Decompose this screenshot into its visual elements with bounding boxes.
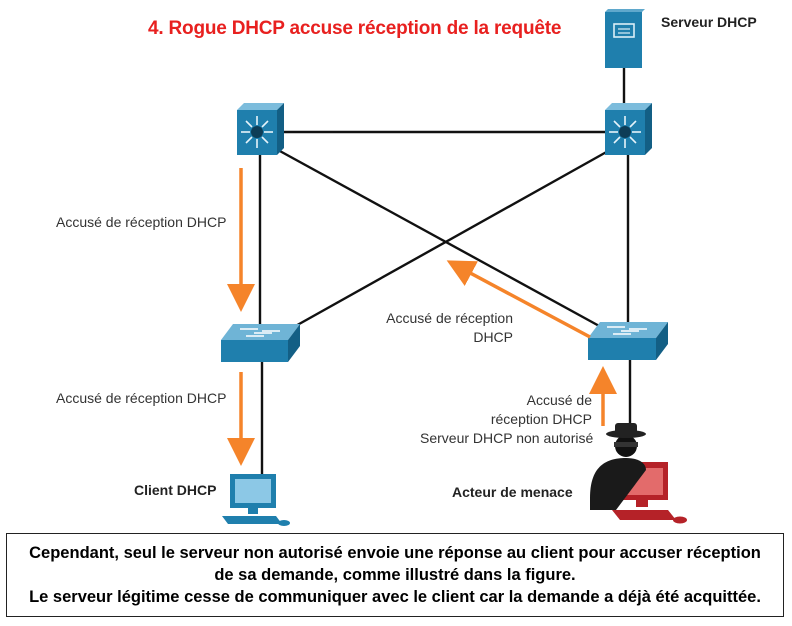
ack-label-right-line1: Accusé de (526, 392, 592, 408)
dhcp-server-label: Serveur DHCP (661, 14, 757, 30)
ack-label-lower-left: Accusé de réception DHCP (56, 390, 227, 406)
client-pc-icon (222, 474, 290, 526)
threat-actor-icon (590, 423, 687, 524)
threat-actor-label: Acteur de menace (452, 484, 573, 500)
caption-line3: Le serveur légitime cesse de communiquer… (29, 588, 761, 606)
core-switch-right-icon (605, 103, 652, 155)
ack-label-middle-line2: DHCP (473, 329, 513, 345)
network-links (258, 68, 632, 476)
ack-label-right-line3: Serveur DHCP non autorisé (420, 430, 594, 446)
dhcp-server-icon (605, 9, 645, 68)
caption-line1: Cependant, seul le serveur non autorisé … (29, 544, 761, 562)
access-switch-left-icon (221, 324, 300, 362)
access-switch-right-icon (588, 322, 668, 360)
caption-line2: de sa demande, comme illustré dans la fi… (214, 566, 576, 584)
ack-label-middle: Accusé de réception DHCP (377, 309, 513, 347)
flow-arrows (227, 168, 617, 466)
ack-label-right: Accusé de réception DHCP Serveur DHCP no… (420, 391, 594, 448)
client-label: Client DHCP (134, 482, 217, 498)
ack-label-upper-left: Accusé de réception DHCP (56, 214, 227, 230)
arrow-access-right-to-core-left (446, 260, 591, 339)
ack-label-right-line2: réception DHCP (490, 411, 592, 427)
link-coreright-accessleft (291, 148, 611, 330)
core-switch-left-icon (237, 103, 284, 155)
caption-box: Cependant, seul le serveur non autorisé … (6, 533, 784, 617)
ack-label-middle-line1: Accusé de réception (386, 310, 513, 326)
diagram-title: 4. Rogue DHCP accuse réception de la req… (148, 18, 562, 39)
